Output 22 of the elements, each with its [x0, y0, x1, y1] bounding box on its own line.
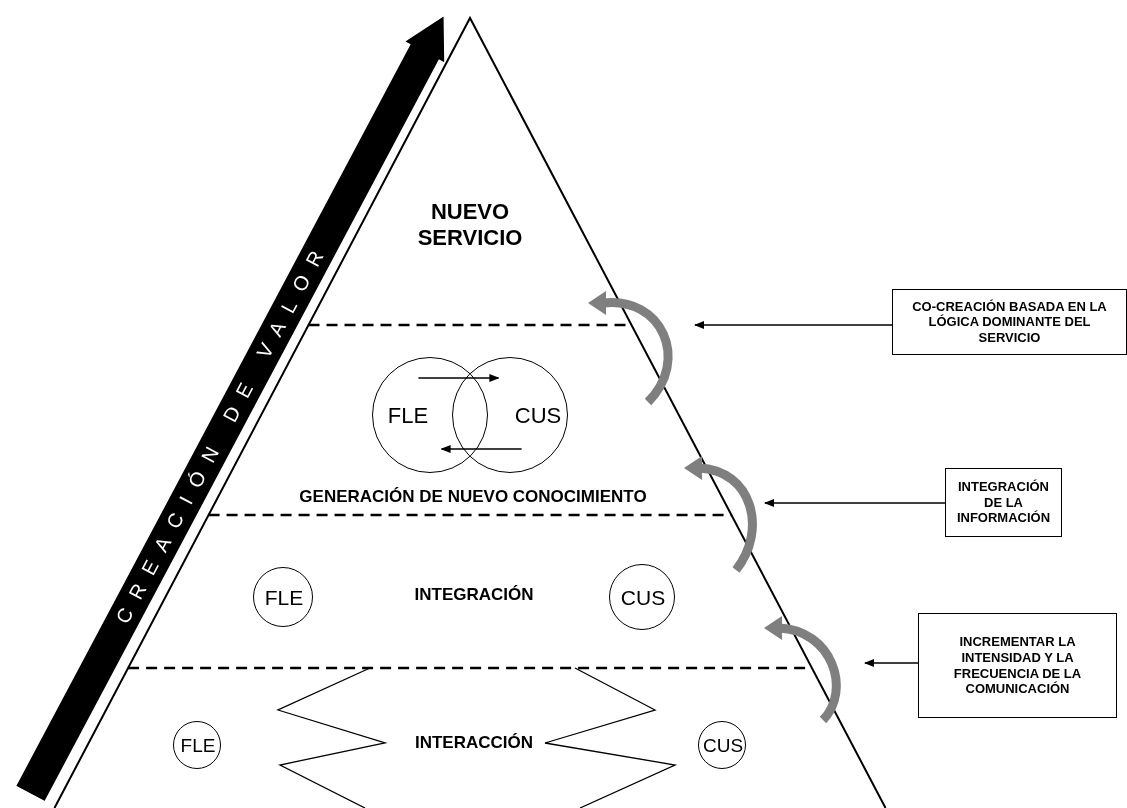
circle-label: FLE [264, 586, 304, 610]
circle-label: FLE [180, 735, 216, 757]
circle-label: CUS [702, 735, 744, 757]
box-label: CO-CREACIÓN BASADA EN LA LÓGICA DOMINANTE DEL SERVICIO [911, 298, 1108, 346]
section-title: NUEVO SERVICIO [416, 199, 524, 251]
box-label: INTEGRACIÓN DE LA INFORMACIÓN [955, 479, 1052, 526]
zigzag-shape [276, 668, 677, 808]
circle-label: CUS [620, 586, 666, 610]
section-title: INTEGRACIÓN [414, 585, 534, 605]
text-box [918, 613, 1117, 718]
circle-label: CUS [514, 403, 562, 429]
section-title: GENERACIÓN DE NUEVO CONOCIMIENTO [299, 487, 647, 507]
arrow [864, 659, 919, 667]
arrow [764, 499, 946, 507]
arrow [417, 374, 500, 382]
text-box [945, 468, 1062, 537]
arrow [694, 321, 893, 329]
box-label: INCREMENTAR LA INTENSIDAD Y LA FRECUENCIA DE LA COMUNICACIÓN [952, 634, 1083, 697]
zigzag-label: INTERACCIÓN [414, 733, 534, 753]
arrow [440, 445, 523, 453]
text-box [892, 289, 1127, 355]
circle-label: FLE [387, 403, 429, 429]
